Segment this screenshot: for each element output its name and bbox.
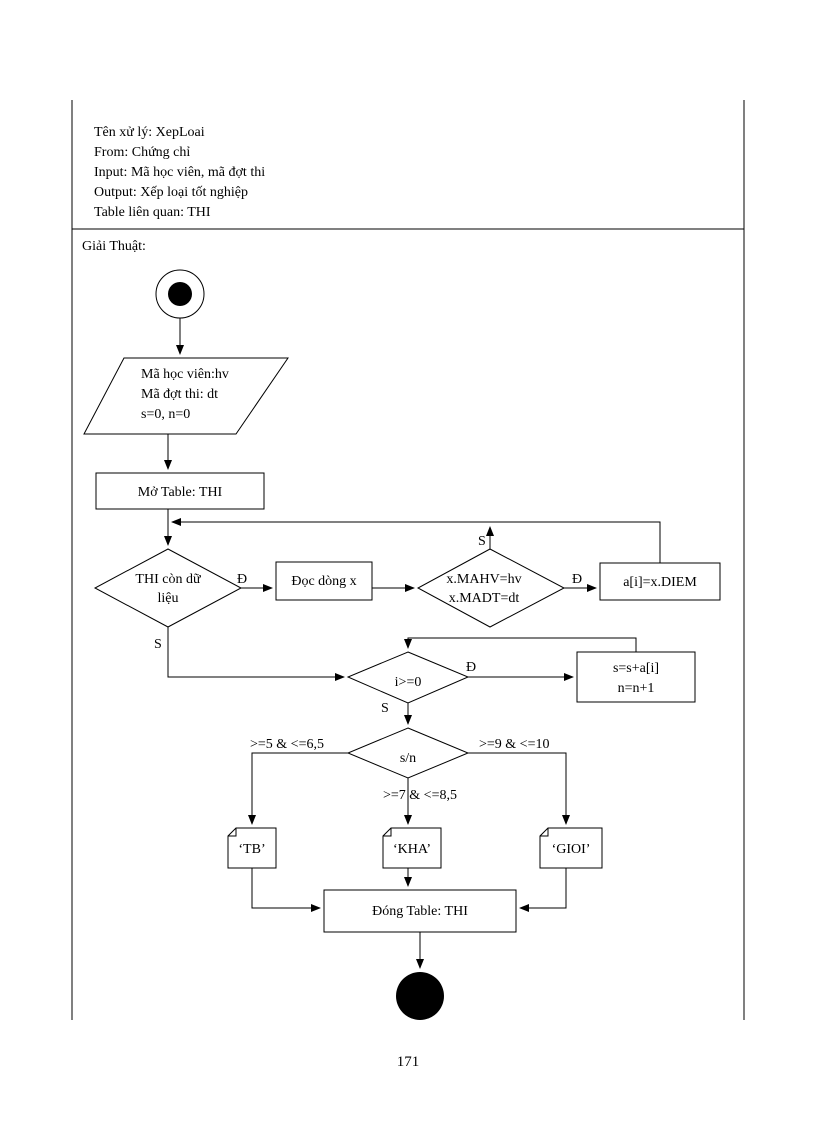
section-label: Giải Thuật:: [82, 239, 146, 254]
header-block: Tên xử lý: XepLoai From: Chứng chỉ Input…: [94, 125, 265, 220]
header-line: Table liên quan: THI: [94, 205, 211, 220]
range-label: >=7 & <=8,5: [383, 788, 457, 803]
decision-match: x.MAHV=hv x.MADT=dt: [416, 548, 566, 628]
start-node: [155, 269, 205, 319]
header-line: Tên xử lý: XepLoai: [94, 125, 205, 140]
loop-back-arrow: [171, 518, 661, 563]
input-parallelogram: Mã học viên:hv Mã đợt thi: dt s=0, n=0: [83, 357, 289, 435]
arrow: [167, 627, 345, 681]
no-label: S: [381, 701, 389, 716]
accumulate-line: s=s+a[i]: [613, 661, 659, 676]
doc-label: ‘KHA’: [393, 842, 431, 857]
doc-gioi: ‘GIOI’: [539, 827, 603, 869]
decision-average: s/n: [346, 727, 470, 779]
range-label: >=9 & <=10: [479, 737, 549, 752]
input-line: Mã học viên:hv: [141, 367, 229, 382]
decision-text: i>=0: [395, 675, 422, 690]
read-row-box: Đọc dòng x: [275, 561, 373, 601]
decision-text: s/n: [400, 751, 416, 766]
doc-label: ‘GIOI’: [552, 842, 591, 857]
close-table-box: Đóng Table: THI: [323, 889, 517, 933]
assign-box: a[i]=x.DIEM: [599, 562, 721, 601]
yes-label: Ð: [572, 572, 582, 587]
assign-label: a[i]=x.DIEM: [623, 575, 697, 590]
arrow: [248, 752, 348, 825]
decision-text: x.MAHV=hv: [446, 572, 521, 587]
arrow: [468, 752, 570, 825]
decision-text: THI còn dữ: [135, 572, 201, 587]
no-label: S: [478, 534, 486, 549]
decision-loop: i>=0: [346, 651, 470, 704]
yes-label: Ð: [466, 660, 476, 675]
input-line: Mã đợt thi: dt: [141, 387, 218, 402]
loop-back-arrow: [404, 637, 637, 652]
yes-label: Ð: [237, 572, 247, 587]
doc-kha: ‘KHA’: [382, 827, 442, 869]
close-table-label: Đóng Table: THI: [372, 904, 468, 919]
arrow: [251, 868, 321, 912]
header-line: From: Chứng chỉ: [94, 145, 190, 160]
decision-text: liệu: [158, 591, 179, 606]
doc-label: ‘TB’: [238, 842, 265, 857]
accumulate-box: s=s+a[i] n=n+1: [576, 651, 696, 703]
decision-data-left: THI còn dữ liệu: [93, 548, 243, 628]
decision-text: x.MADT=dt: [449, 591, 520, 606]
no-label: S: [154, 637, 162, 652]
read-row-label: Đọc dòng x: [291, 574, 356, 589]
open-table-box: Mở Table: THI: [95, 472, 265, 510]
open-table-label: Mở Table: THI: [138, 485, 223, 500]
arrow: [519, 868, 567, 912]
header-line: Output: Xếp loại tốt nghiệp: [94, 185, 248, 200]
page-frame: [71, 100, 745, 1020]
page-number: 171: [396, 1054, 420, 1070]
accumulate-line: n=n+1: [618, 681, 655, 696]
header-line: Input: Mã học viên, mã đợt thi: [94, 165, 265, 180]
range-label: >=5 & <=6,5: [250, 737, 324, 752]
end-node: [396, 972, 444, 1020]
input-line: s=0, n=0: [141, 407, 190, 422]
doc-tb: ‘TB’: [227, 827, 277, 869]
